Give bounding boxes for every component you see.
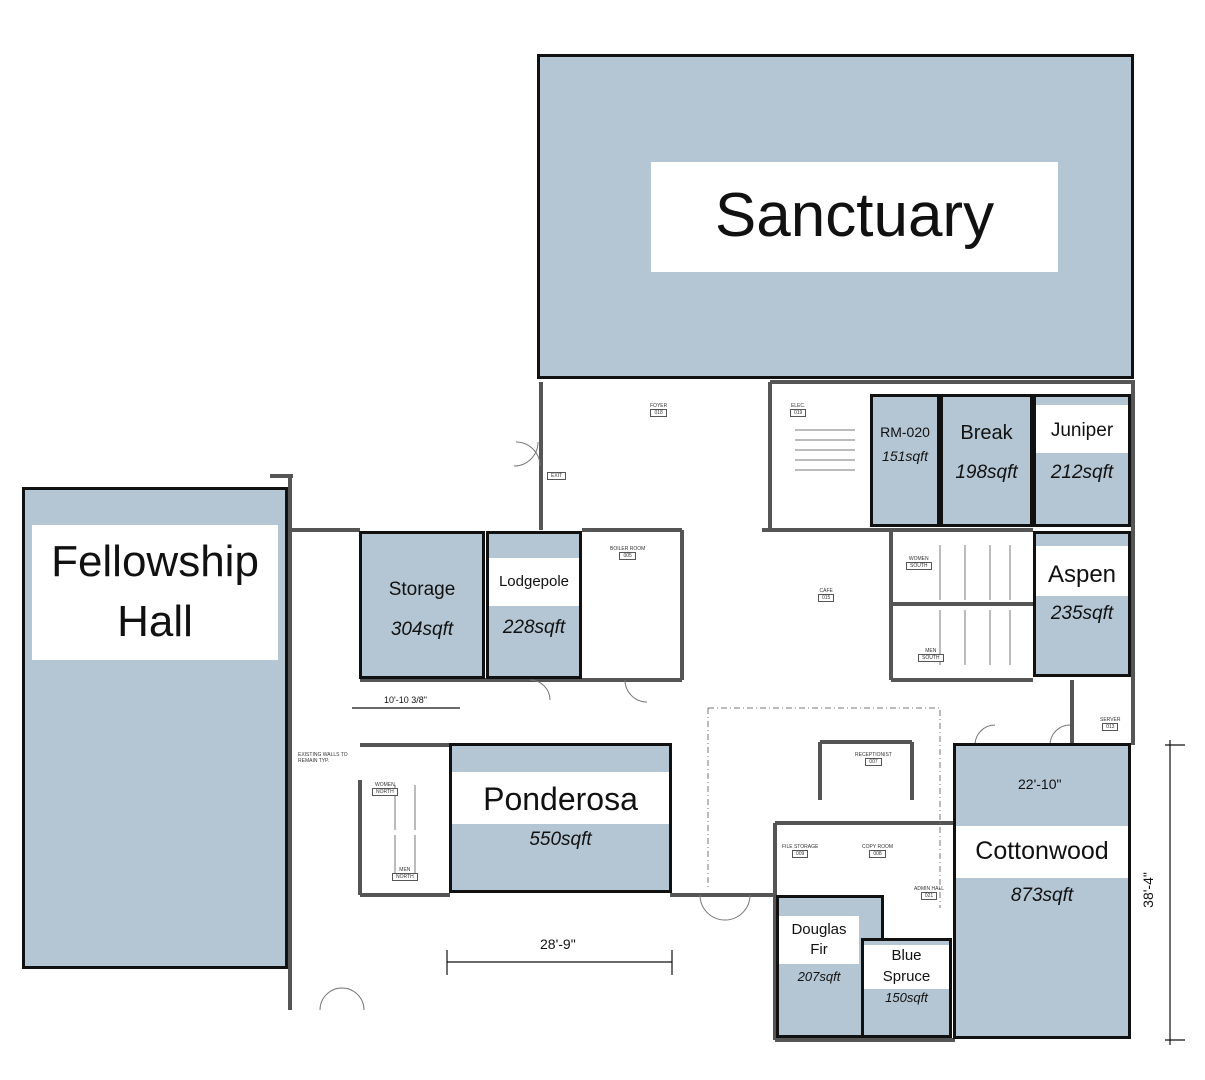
room-area-lodgepole: 228sqft: [502, 617, 566, 638]
room-break[interactable]: Break 198sqft: [940, 394, 1033, 527]
room-area-douglas-fir: 207sqft: [797, 969, 841, 984]
room-name-blue-line2: Spruce: [882, 968, 931, 985]
room-name-douglas-line1: Douglas: [791, 921, 847, 938]
room-ponderosa[interactable]: Ponderosa 550sqft: [449, 743, 672, 893]
room-rm-020[interactable]: RM-020 151sqft: [870, 394, 940, 527]
room-sanctuary[interactable]: Sanctuary: [537, 54, 1134, 379]
room-name-storage: Storage: [388, 579, 456, 600]
label-band: [651, 162, 1058, 272]
label-band: [452, 772, 669, 824]
room-name-ponderosa: Ponderosa: [483, 781, 638, 817]
dimension-cottonwood-width: 22'-10": [1018, 776, 1062, 792]
room-area-cottonwood: 873sqft: [1010, 885, 1074, 906]
label-band: [956, 826, 1128, 878]
room-name-lodgepole: Lodgepole: [498, 573, 570, 590]
label-elec: ELEC.019: [790, 403, 807, 417]
label-exit: EXIT: [547, 472, 567, 480]
room-blue-spruce[interactable]: Blue Spruce 150sqft: [861, 938, 952, 1038]
room-area-break: 198sqft: [955, 462, 1018, 483]
label-band: [864, 945, 949, 989]
label-band: [489, 558, 579, 606]
room-cottonwood[interactable]: Cottonwood 873sqft: [953, 743, 1131, 1039]
room-name-sanctuary: Sanctuary: [714, 181, 995, 250]
room-name-blue-line1: Blue: [891, 947, 922, 964]
dimension-ponderosa-width: 28'-9": [540, 936, 576, 952]
room-area-aspen: 235sqft: [1050, 603, 1114, 624]
room-storage[interactable]: Storage 304sqft: [359, 531, 485, 679]
room-name-rm-020: RM-020: [880, 424, 930, 440]
label-band: [1036, 546, 1128, 596]
label-band: [1036, 405, 1128, 453]
label-band: [32, 525, 278, 660]
dimension-corridor-width: 10'-10 3/8": [384, 695, 427, 705]
room-name-juniper: Juniper: [1050, 420, 1114, 441]
room-aspen[interactable]: Aspen 235sqft: [1033, 531, 1131, 677]
room-area-storage: 304sqft: [390, 619, 454, 640]
room-area-ponderosa: 550sqft: [529, 829, 592, 850]
label-band: [779, 916, 859, 964]
room-area-blue-spruce: 150sqft: [885, 990, 928, 1005]
room-name-douglas-line2: Fir: [810, 941, 828, 958]
room-area-juniper: 212sqft: [1050, 462, 1114, 483]
room-name-cottonwood: Cottonwood: [975, 837, 1109, 865]
label-existing-walls: EXISTING WALLS TO REMAIN TYP.: [298, 752, 348, 764]
room-fellowship-hall[interactable]: Fellowship Hall: [22, 487, 288, 969]
dimension-cottonwood-height: 38'-4": [1139, 872, 1156, 908]
room-name-fellowship-line2: Hall: [117, 597, 193, 646]
room-name-aspen: Aspen: [1047, 561, 1117, 588]
room-name-break: Break: [960, 422, 1013, 444]
room-lodgepole[interactable]: Lodgepole 228sqft: [486, 531, 582, 679]
room-juniper[interactable]: Juniper 212sqft: [1033, 394, 1131, 527]
room-area-rm-020: 151sqft: [882, 448, 928, 464]
room-name-fellowship-line1: Fellowship: [51, 537, 259, 586]
